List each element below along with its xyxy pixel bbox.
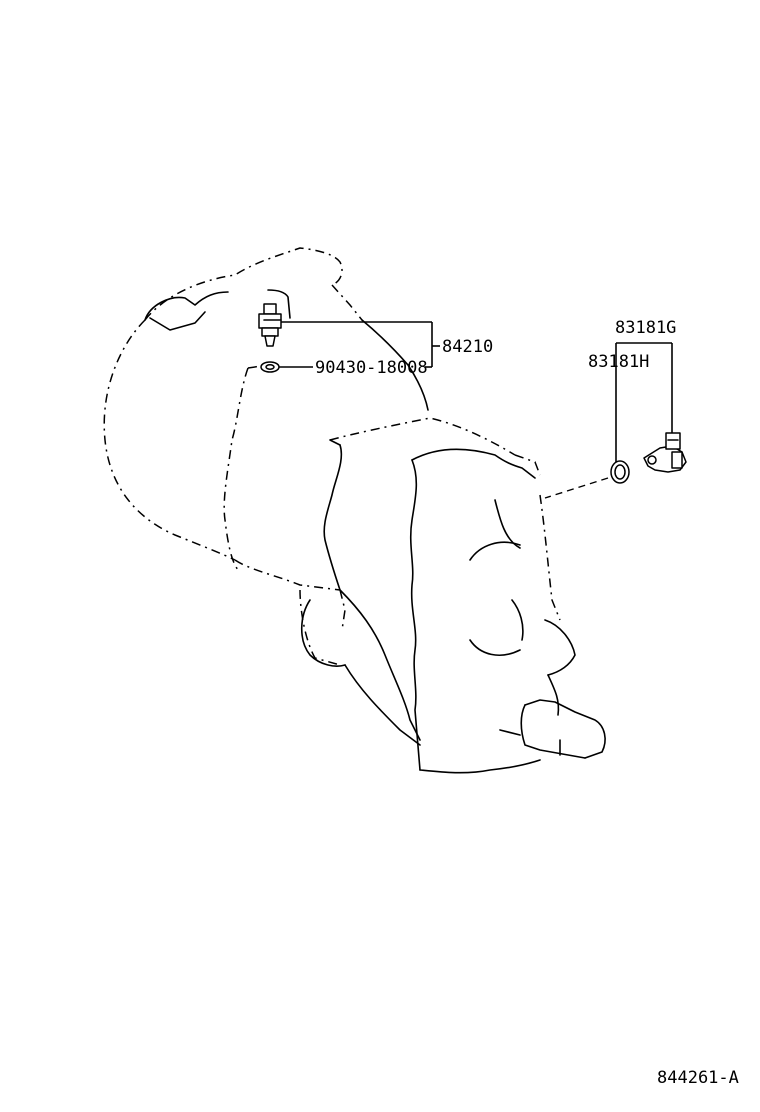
gasket-washer-part bbox=[260, 361, 280, 373]
transmission-housing-outline bbox=[103, 247, 561, 666]
label-90430-18008: 90430-18008 bbox=[315, 358, 428, 378]
label-83181g: 83181G bbox=[615, 318, 676, 338]
figure-code: 844261-A bbox=[657, 1068, 739, 1088]
sensor-insertion-line bbox=[544, 477, 609, 499]
sensor-83181g-part bbox=[643, 432, 687, 473]
transmission-housing-contours bbox=[144, 289, 606, 774]
speed-sensor-part bbox=[258, 303, 282, 347]
label-83181h: 83181H bbox=[588, 352, 649, 372]
leader-lines bbox=[279, 321, 673, 462]
label-84210: 84210 bbox=[442, 337, 493, 357]
o-ring-83181h-part bbox=[610, 460, 630, 484]
